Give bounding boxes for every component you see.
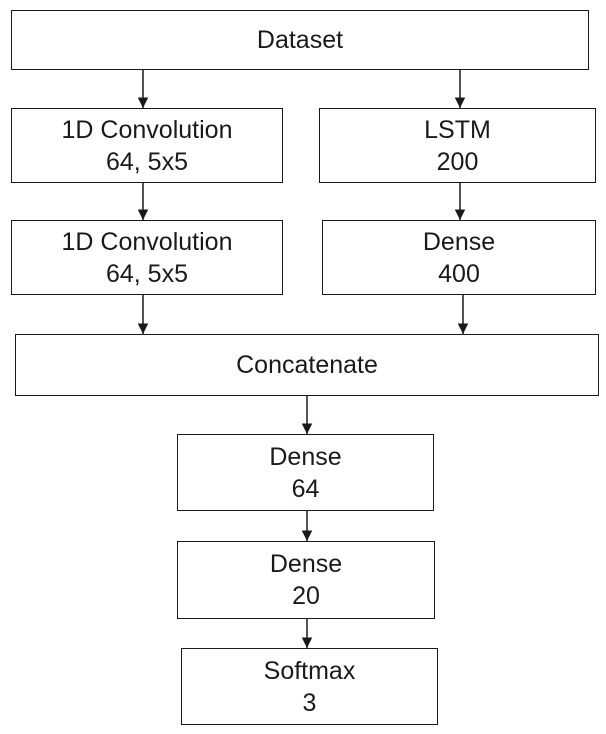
node-softmax-label: Softmax [263,656,356,685]
node-lstm-label: LSTM [424,115,491,144]
node-concatenate-label: Concatenate [236,351,378,379]
node-dense20-params: 20 [292,582,320,610]
node-conv2: 1D Convolution 64, 5x5 [11,220,283,295]
node-conv1-params: 64, 5x5 [105,147,188,176]
node-concatenate: Concatenate [15,334,599,396]
node-softmax-params: 3 [302,688,317,717]
node-lstm: LSTM 200 [319,108,596,183]
node-dense400-label: Dense [422,227,496,256]
node-conv1: 1D Convolution 64, 5x5 [11,108,283,183]
node-dense64-label: Dense [269,442,342,471]
node-dense20: Dense 20 [177,541,435,619]
node-dense64: Dense 64 [177,434,434,511]
node-lstm-params: 200 [436,147,479,176]
node-dense400-params: 400 [438,259,480,288]
node-dataset: Dataset [11,10,589,70]
node-dense64-params: 64 [291,474,320,503]
node-dense20-label: Dense [269,550,343,578]
node-conv2-label: 1D Convolution [61,227,233,256]
node-conv1-label: 1D Convolution [61,115,233,144]
node-softmax: Softmax 3 [181,648,438,725]
node-dense400: Dense 400 [322,220,596,295]
node-conv2-params: 64, 5x5 [105,259,188,288]
node-dataset-label: Dataset [256,26,344,54]
